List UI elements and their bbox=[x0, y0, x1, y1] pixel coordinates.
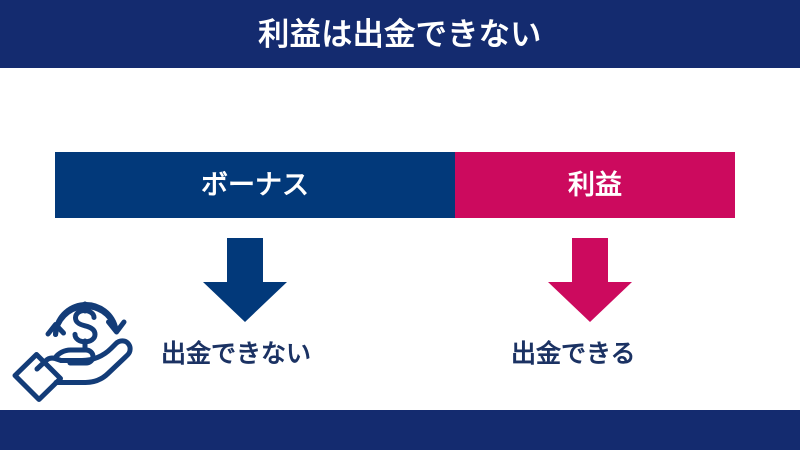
refresh-arrowhead-right bbox=[106, 319, 127, 335]
segment-profit-label: 利益 bbox=[568, 169, 622, 200]
segment-bonus-label: ボーナス bbox=[201, 169, 309, 200]
dollar-s-shape bbox=[72, 308, 98, 345]
arrow-down-icon-profit bbox=[548, 238, 632, 322]
hand-palm bbox=[53, 338, 133, 385]
header-bar: 利益は出金できない bbox=[0, 0, 800, 68]
hand-cuff bbox=[12, 352, 63, 402]
arrow-down-shape bbox=[548, 238, 632, 322]
caption-profit: 出金できる bbox=[511, 340, 636, 368]
segment-bonus: ボーナス bbox=[55, 152, 455, 218]
money-refresh-group bbox=[12, 301, 133, 402]
arrow-down-icon-bonus bbox=[203, 238, 287, 322]
refresh-arrowhead-left bbox=[45, 322, 66, 337]
segment-profit: 利益 bbox=[455, 152, 735, 218]
caption-bonus: 出金できない bbox=[161, 340, 312, 368]
hand-holding-money-refresh-icon bbox=[12, 272, 140, 402]
footer-bar bbox=[0, 410, 800, 450]
page-title: 利益は出金できない bbox=[258, 16, 542, 52]
comparison-bar: ボーナス 利益 bbox=[55, 152, 735, 218]
arrow-down-shape bbox=[203, 238, 287, 322]
